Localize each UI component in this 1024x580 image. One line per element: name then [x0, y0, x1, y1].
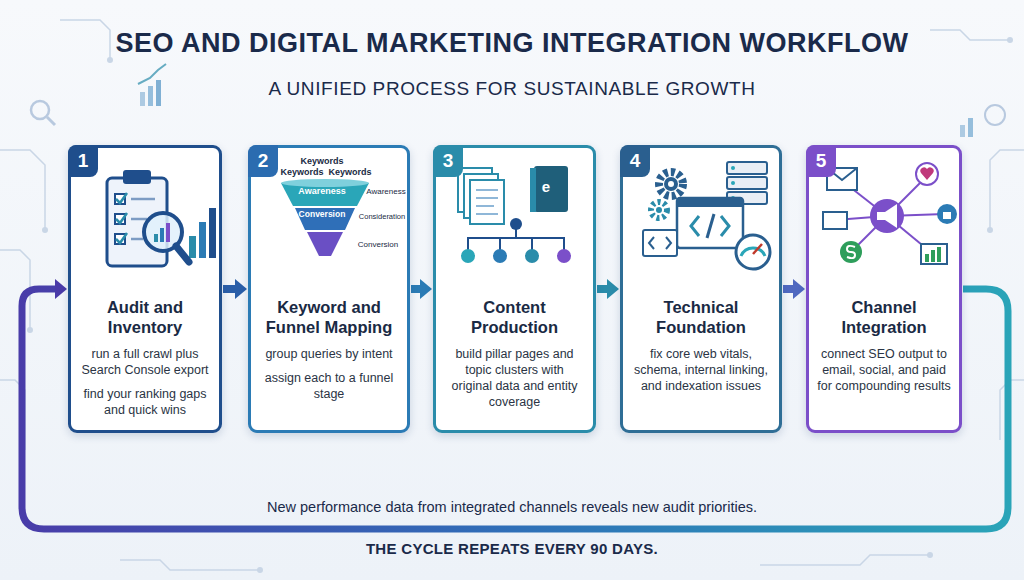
connector-line — [411, 285, 421, 293]
flow-arrow — [597, 279, 619, 299]
step-description: run a full crawl plus Search Console exp… — [79, 346, 211, 379]
step-number: 2 — [248, 145, 278, 177]
step-description: fix core web vitals, schema, internal li… — [631, 346, 771, 395]
flow-arrow — [783, 279, 805, 299]
title: SEO AND DIGITAL MARKETING INTEGRATION WO… — [0, 28, 1024, 59]
arrowhead — [235, 279, 247, 299]
flow-arrow — [411, 279, 432, 299]
connector-line — [597, 285, 608, 293]
process-card: 4Technical Foundation fix core web vitals… — [620, 145, 782, 433]
step-description: find your ranking gaps and quick wins — [79, 386, 211, 419]
funnel-stage: Awareness — [298, 186, 345, 196]
funnel-keyword: Keywords — [300, 156, 343, 166]
connector-line — [783, 285, 794, 293]
step-number: 5 — [806, 145, 836, 177]
funnel-keyword: Keywords — [328, 167, 371, 177]
loop-note: New performance data from integrated cha… — [267, 499, 757, 516]
process-card: 5Channel Integration connect SEO output t… — [806, 145, 962, 433]
step-number: 4 — [620, 145, 650, 177]
step-heading: Channel Integration — [817, 298, 951, 338]
subtitle: A UNIFIED PROCESS FOR SUSTAINABLE GROWTH — [268, 78, 755, 100]
step-description: group queries by intent — [259, 346, 399, 362]
step-number: 1 — [68, 145, 98, 177]
arrowhead — [793, 279, 805, 299]
connector-line — [223, 285, 236, 293]
funnel-side-label: Conversion — [358, 240, 398, 249]
step-heading: Content Production — [444, 298, 585, 338]
step-description: connect SEO output to email, social, and… — [817, 346, 951, 395]
funnel-stage: Conversion — [299, 210, 346, 220]
step-description: build pillar pages and topic clusters wi… — [444, 346, 585, 411]
step-number: 3 — [433, 145, 463, 177]
arrowhead — [55, 279, 67, 299]
funnel-keyword: Keywords — [280, 167, 323, 177]
step-heading: Technical Foundation — [631, 298, 771, 338]
funnel-side-label: Awareness — [366, 187, 405, 196]
process-card: 1Audit and Inventory run a full crawl plu… — [68, 145, 222, 433]
caption: THE CYCLE REPEATS EVERY 90 DAYS. — [0, 540, 1024, 557]
funnel-side-label: Consideration — [359, 213, 405, 222]
step-description: assign each to a funnel stage — [259, 370, 399, 403]
step-heading: Audit and Inventory — [79, 298, 211, 338]
book-letter: e — [542, 178, 550, 195]
arrowhead — [607, 279, 619, 299]
process-card: 3Content Production build pillar pages an… — [433, 145, 596, 433]
arrowhead — [420, 279, 432, 299]
step-heading: Keyword and Funnel Mapping — [259, 298, 399, 338]
flow-arrow — [223, 279, 247, 299]
